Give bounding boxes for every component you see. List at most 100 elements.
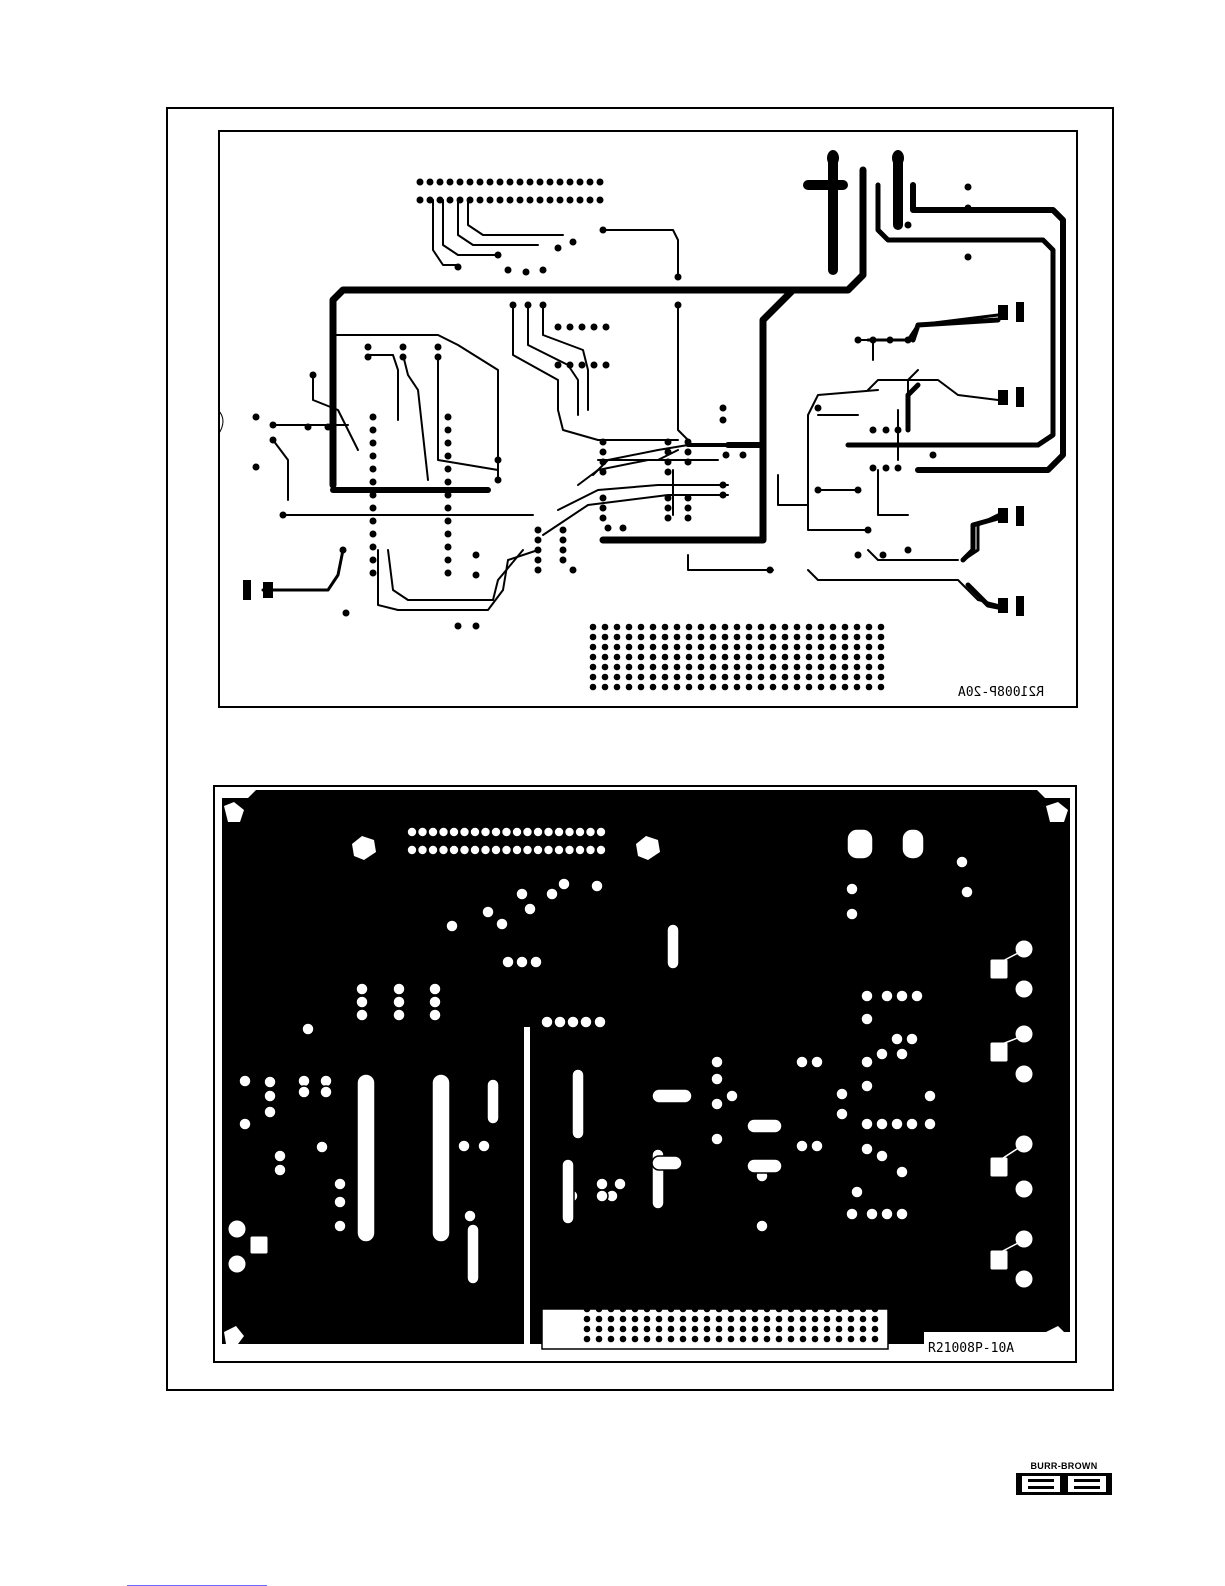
perf-hole xyxy=(704,1326,711,1333)
perf-hole xyxy=(728,1276,735,1283)
perf-hole xyxy=(812,1306,819,1313)
perf-hole xyxy=(656,1326,663,1333)
perf-hole xyxy=(602,674,609,681)
perf-hole xyxy=(632,1286,639,1293)
perf-hole xyxy=(650,644,657,651)
perf-hole xyxy=(644,1276,651,1283)
perf-hole xyxy=(674,674,681,681)
perf-hole xyxy=(608,1336,615,1343)
perf-hole xyxy=(794,664,801,671)
perf-hole xyxy=(644,1306,651,1313)
perf-hole xyxy=(680,1296,687,1303)
perf-hole xyxy=(650,634,657,641)
perf-hole xyxy=(830,654,837,661)
perf-hole xyxy=(590,644,597,651)
perf-hole xyxy=(710,674,717,681)
perf-hole xyxy=(788,1276,795,1283)
perf-hole xyxy=(608,1326,615,1333)
perf-hole xyxy=(728,1286,735,1293)
perf-hole xyxy=(439,846,447,854)
perf-hole xyxy=(544,846,552,854)
perf-hole xyxy=(788,1336,795,1343)
perf-hole xyxy=(734,684,741,691)
perf-hole xyxy=(408,828,416,836)
perf-hole xyxy=(764,1326,771,1333)
burr-brown-logo: BURR-BROWN xyxy=(1014,1461,1114,1497)
perf-hole xyxy=(565,828,573,836)
perf-hole xyxy=(722,634,729,641)
perf-hole xyxy=(866,664,873,671)
perf-hole xyxy=(764,1336,771,1343)
perf-hole xyxy=(842,664,849,671)
perf-hole xyxy=(758,684,765,691)
perf-hole xyxy=(716,1296,723,1303)
perf-hole xyxy=(752,1336,759,1343)
perf-hole xyxy=(608,1276,615,1283)
perf-hole xyxy=(740,1336,747,1343)
perf-hole xyxy=(806,624,813,631)
perf-hole xyxy=(704,1306,711,1313)
perf-hole xyxy=(650,674,657,681)
perf-hole xyxy=(614,654,621,661)
perf-hole xyxy=(644,1326,651,1333)
perf-hole xyxy=(650,654,657,661)
perf-hole xyxy=(481,828,489,836)
perf-hole xyxy=(812,1276,819,1283)
perf-hole xyxy=(584,1306,591,1313)
perf-hole xyxy=(794,654,801,661)
perf-hole xyxy=(644,1286,651,1293)
bottom-board-label: R21008P-10A xyxy=(928,1341,1014,1356)
perf-hole xyxy=(614,684,621,691)
perf-hole xyxy=(776,1326,783,1333)
perf-hole xyxy=(656,1276,663,1283)
perf-hole xyxy=(764,1306,771,1313)
perf-hole xyxy=(848,1336,855,1343)
perf-hole xyxy=(596,1326,603,1333)
perf-hole xyxy=(704,1336,711,1343)
perf-hole xyxy=(576,846,584,854)
perf-hole xyxy=(824,1326,831,1333)
perf-hole xyxy=(752,1306,759,1313)
perf-hole xyxy=(746,644,753,651)
perf-hole xyxy=(794,674,801,681)
perf-hole xyxy=(824,1276,831,1283)
perf-hole xyxy=(848,1286,855,1293)
top-layer-pcb-artwork: R21008P-20A xyxy=(218,130,1078,708)
perf-hole xyxy=(716,1316,723,1323)
perf-hole xyxy=(656,1286,663,1293)
perf-hole xyxy=(716,1286,723,1293)
perf-hole xyxy=(866,684,873,691)
perf-hole xyxy=(770,674,777,681)
perf-hole xyxy=(758,634,765,641)
perf-hole xyxy=(782,664,789,671)
perf-hole xyxy=(776,1336,783,1343)
perf-hole xyxy=(854,644,861,651)
perf-hole xyxy=(812,1326,819,1333)
perf-hole xyxy=(746,654,753,661)
perf-hole xyxy=(460,828,468,836)
perf-hole xyxy=(794,624,801,631)
perf-hole xyxy=(662,664,669,671)
perf-hole xyxy=(698,654,705,661)
perf-hole xyxy=(692,1316,699,1323)
perf-hole xyxy=(692,1286,699,1293)
perf-hole xyxy=(710,654,717,661)
perf-hole xyxy=(544,828,552,836)
perf-hole xyxy=(439,828,447,836)
perf-hole xyxy=(758,624,765,631)
perf-hole xyxy=(614,624,621,631)
perf-hole xyxy=(698,634,705,641)
perf-hole xyxy=(758,644,765,651)
perf-hole xyxy=(692,1296,699,1303)
perf-hole xyxy=(806,684,813,691)
perf-hole xyxy=(812,1296,819,1303)
perf-hole xyxy=(704,1286,711,1293)
perf-hole xyxy=(752,1286,759,1293)
perf-hole xyxy=(734,674,741,681)
perf-hole xyxy=(836,1326,843,1333)
perf-hole xyxy=(632,1316,639,1323)
perf-hole xyxy=(848,1296,855,1303)
perf-hole xyxy=(830,674,837,681)
perf-hole xyxy=(842,654,849,661)
perf-hole xyxy=(770,644,777,651)
